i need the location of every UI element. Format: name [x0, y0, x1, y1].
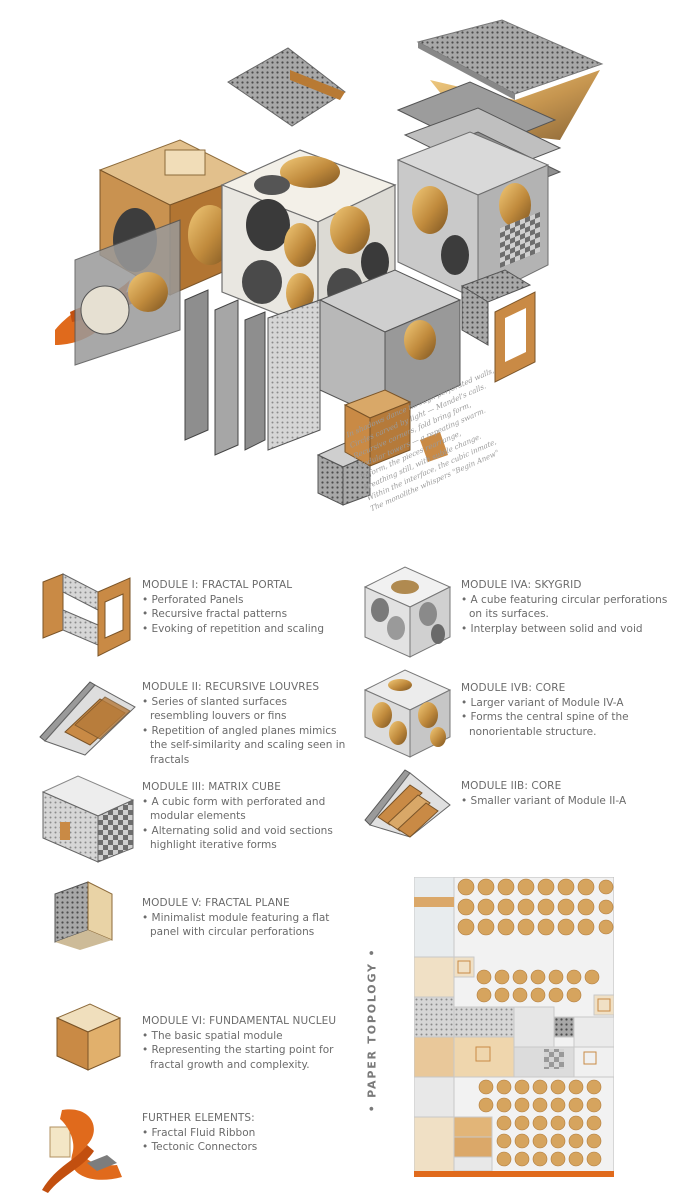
- module-title: MODULE III: MATRIX CUBE: [142, 781, 281, 793]
- module-2b: MODULE IIB: CORE Smaller variant of Modu…: [355, 765, 675, 840]
- module-bullet: Representing the starting point for frac…: [142, 1043, 347, 1072]
- topology-middle-band: [453, 956, 614, 1078]
- module-2-thumbnail: [39, 681, 136, 756]
- module-title: FURTHER ELEMENTS:: [142, 1112, 255, 1124]
- module-6-thumbnail: [55, 1003, 122, 1071]
- module-4b: MODULE IVB: CORE Larger variant of Modul…: [355, 665, 675, 760]
- hero-assembly-illustration: [55, 19, 604, 506]
- wood-portal-frame: [494, 291, 536, 383]
- module-title: MODULE IVB: CORE: [461, 682, 566, 694]
- lower-frames: [74, 219, 321, 456]
- module-bullet: Forms the central spine of the nonorient…: [461, 710, 671, 739]
- module-3: MODULE III: MATRIX CUBE A cubic form wit…: [0, 770, 350, 870]
- module-6: MODULE VI: FUNDAMENTAL NUCLEU The basic …: [0, 1000, 350, 1080]
- module-bullet: A cube featuring circular perforations o…: [461, 593, 671, 622]
- paper-topology-grid: [414, 877, 614, 1177]
- topology-orange-strip: [414, 1171, 614, 1177]
- module-bullet: Fractal Fluid Ribbon: [142, 1126, 347, 1141]
- module-title: MODULE IVA: SKYGRID: [461, 579, 582, 591]
- module-title: MODULE IIB: CORE: [461, 780, 562, 792]
- lower-right-cube: [318, 269, 462, 421]
- module-title: MODULE I: FRACTAL PORTAL: [142, 579, 293, 591]
- topology-circles-bottom: [453, 1079, 602, 1172]
- module-4a-thumbnail: [363, 566, 452, 658]
- module-5-thumbnail: [54, 881, 113, 950]
- bottom-tower: [316, 389, 448, 506]
- topology-circles-top: [457, 878, 614, 936]
- module-4b-thumbnail: [363, 669, 452, 758]
- module-bullet: Perforated Panels: [142, 593, 347, 608]
- paper-topology-text: • PAPER TOPOLOGY •: [365, 947, 379, 1113]
- module-2b-thumbnail: [364, 769, 451, 838]
- module-bullet: Interplay between solid and void: [461, 622, 671, 637]
- module-bullet: Smaller variant of Module II-A: [461, 794, 671, 809]
- module-bullet: Evoking of repetition and scaling: [142, 622, 347, 637]
- central-cube: [220, 149, 397, 331]
- further-elements: FURTHER ELEMENTS: Fractal Fluid Ribbon T…: [0, 1105, 350, 1195]
- module-2: MODULE II: RECURSIVE LOUVRES Series of s…: [0, 672, 350, 777]
- topology-left-column: [414, 877, 455, 1177]
- module-bullet: Minimalist module featuring a flat panel…: [142, 911, 347, 940]
- module-1: MODULE I: FRACTAL PORTAL Perforated Pane…: [0, 570, 350, 670]
- paper-topology-label: • PAPER TOPOLOGY •: [361, 945, 383, 1115]
- module-3-thumbnail: [41, 775, 135, 863]
- module-bullet: Larger variant of Module IV-A: [461, 696, 671, 711]
- module-title: MODULE VI: FUNDAMENTAL NUCLEU: [142, 1015, 337, 1027]
- module-1-thumbnail: [42, 573, 131, 657]
- module-5: MODULE V: FRACTAL PLANE Minimalist modul…: [0, 880, 350, 960]
- module-bullet: Series of slanted surfaces resembling lo…: [142, 695, 347, 724]
- module-bullet: Repetition of angled planes mimics the s…: [142, 724, 347, 768]
- right-cube: [396, 131, 550, 301]
- module-title: MODULE II: RECURSIVE LOUVRES: [142, 681, 320, 693]
- module-bullet: Alternating solid and void sections high…: [142, 824, 347, 853]
- module-bullet: Tectonic Connectors: [142, 1140, 347, 1155]
- module-bullet: A cubic form with perforated and modular…: [142, 795, 347, 824]
- module-title: MODULE V: FRACTAL PLANE: [142, 897, 290, 909]
- ribbon-thumbnail: [42, 1109, 122, 1193]
- module-4a: MODULE IVA: SKYGRID A cube featuring cir…: [355, 562, 675, 662]
- module-bullet: Recursive fractal patterns: [142, 607, 347, 622]
- module-bullet: The basic spatial module: [142, 1029, 347, 1044]
